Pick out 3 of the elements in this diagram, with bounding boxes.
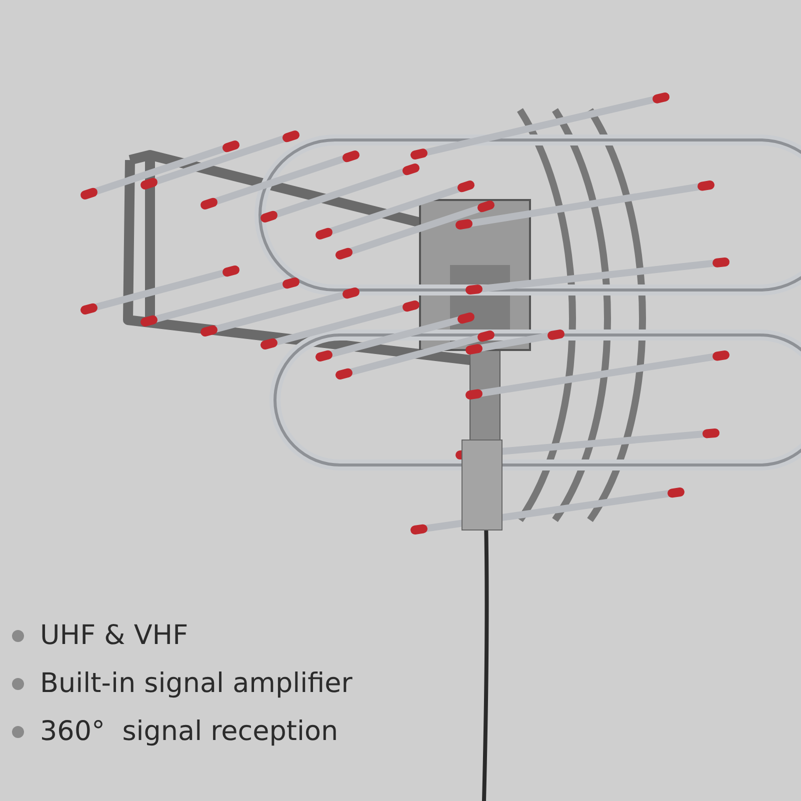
- feature-text: 360° signal reception: [40, 716, 338, 747]
- feature-text: Built-in signal amplifier: [40, 668, 352, 699]
- feature-text: UHF & VHF: [40, 620, 188, 651]
